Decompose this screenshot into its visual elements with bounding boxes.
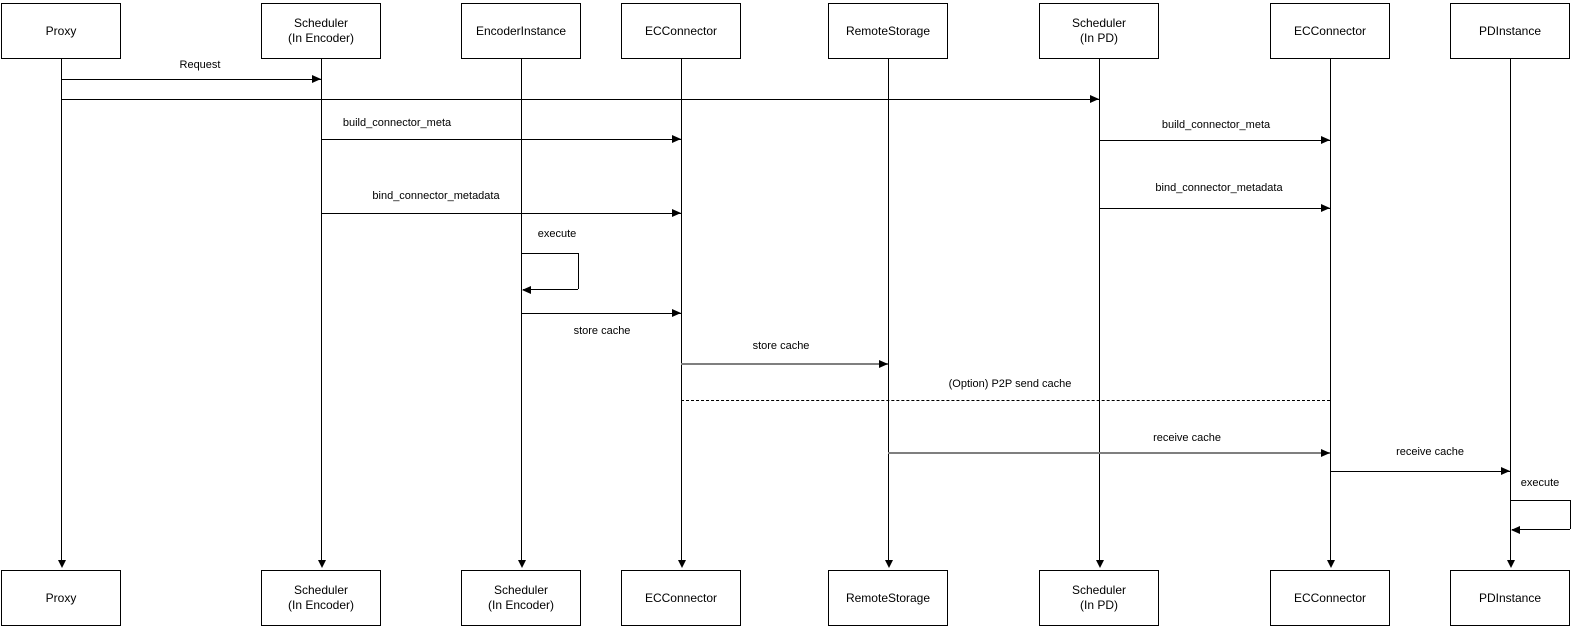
actor-bottom-box-scheduler-encoder: Scheduler(In Encoder)	[261, 570, 381, 626]
message-arrowhead-store-cache-2	[879, 360, 888, 368]
actor-top-box-scheduler-encoder: Scheduler(In Encoder)	[261, 3, 381, 59]
message-label-build-connector-meta-2: build_connector_meta	[1159, 119, 1273, 132]
actor-label: (In Encoder)	[287, 31, 355, 45]
actor-label: Proxy	[45, 23, 77, 38]
lifeline-end-arrowhead-remote-storage	[885, 560, 893, 568]
message-arrowhead-request	[312, 75, 321, 83]
message-arrowhead-receive-cache-1	[1321, 449, 1330, 457]
lifeline-end-arrowhead-proxy	[58, 560, 66, 568]
message-label-bind-connector-metadata-1: bind_connector_metadata	[370, 190, 502, 203]
message-label-store-cache-2: store cache	[750, 340, 812, 353]
actor-label: (In PD)	[1079, 31, 1118, 45]
actor-label: Scheduler	[1071, 583, 1127, 597]
lifeline-end-arrowhead-encoder-instance	[518, 560, 526, 568]
actor-top-box-ec-connector: ECConnector	[621, 3, 741, 59]
message-self-arrowhead-execute-encoder	[522, 286, 531, 294]
actor-label: (In Encoder)	[287, 598, 355, 612]
actor-top-box-pd-instance: PDInstance	[1450, 3, 1570, 59]
message-line-request	[61, 79, 321, 80]
actor-bottom-box-pd-instance: PDInstance	[1450, 570, 1570, 626]
lifeline-ec-connector-pd	[1330, 58, 1331, 560]
message-self-right-execute-encoder	[578, 253, 579, 289]
actor-label: Scheduler	[1071, 16, 1127, 30]
lifeline-ec-connector	[681, 58, 682, 560]
message-label-request: Request	[177, 59, 223, 72]
actor-bottom-box-scheduler-pd: Scheduler(In PD)	[1039, 570, 1159, 626]
actor-label: RemoteStorage	[845, 590, 931, 605]
message-arrowhead-build-connector-meta-1	[672, 135, 681, 143]
actor-label: (In Encoder)	[487, 598, 555, 612]
message-line-build-connector-meta-1	[321, 139, 681, 140]
message-label-build-connector-meta-1: build_connector_meta	[340, 117, 454, 130]
lifeline-end-arrowhead-ec-connector-pd	[1327, 560, 1335, 568]
lifeline-scheduler-pd	[1099, 58, 1100, 560]
lifeline-scheduler-encoder	[321, 58, 322, 560]
actor-bottom-box-ec-connector-pd: ECConnector	[1270, 570, 1390, 626]
actor-label: ECConnector	[644, 23, 718, 38]
actor-label: Scheduler	[293, 583, 349, 597]
actor-label: RemoteStorage	[845, 23, 931, 38]
message-label-p2p-send-cache: (Option) P2P send cache	[946, 378, 1074, 391]
message-label-execute-pd: execute	[1518, 477, 1562, 490]
actor-label: ECConnector	[1293, 590, 1367, 605]
message-arrowhead-bind-connector-metadata-2	[1321, 204, 1330, 212]
actor-top-box-proxy: Proxy	[1, 3, 121, 59]
message-self-bottom-execute-pd	[1512, 529, 1570, 530]
lifeline-encoder-instance	[521, 58, 522, 560]
lifeline-remote-storage	[888, 58, 889, 560]
lifeline-end-arrowhead-pd-instance	[1507, 560, 1515, 568]
message-self-top-execute-encoder	[521, 253, 578, 254]
message-label-receive-cache-1: receive cache	[1151, 432, 1223, 445]
message-arrowhead-request-forward	[1090, 95, 1099, 103]
actor-label: ECConnector	[1293, 23, 1367, 38]
message-label-bind-connector-metadata-2: bind_connector_metadata	[1153, 182, 1285, 195]
message-arrowhead-receive-cache-2	[1501, 467, 1510, 475]
lifeline-pd-instance	[1510, 58, 1511, 560]
actor-bottom-box-ec-connector: ECConnector	[621, 570, 741, 626]
message-arrowhead-build-connector-meta-2	[1321, 136, 1330, 144]
message-line-p2p-send-cache	[681, 400, 1330, 401]
message-line-bind-connector-metadata-2	[1099, 208, 1330, 209]
message-self-arrowhead-execute-pd	[1511, 526, 1520, 534]
actor-bottom-box-proxy: Proxy	[1, 570, 121, 626]
message-label-execute-encoder: execute	[535, 228, 579, 241]
actor-top-box-scheduler-pd: Scheduler(In PD)	[1039, 3, 1159, 59]
actor-label: Scheduler	[493, 583, 549, 597]
lifeline-end-arrowhead-ec-connector	[678, 560, 686, 568]
message-self-top-execute-pd	[1510, 500, 1570, 501]
actor-bottom-box-encoder-instance: Scheduler(In Encoder)	[461, 570, 581, 626]
actor-label: PDInstance	[1478, 590, 1542, 605]
lifeline-end-arrowhead-scheduler-encoder	[318, 560, 326, 568]
message-label-store-cache-1: store cache	[571, 325, 633, 338]
message-line-request-forward	[61, 99, 1099, 100]
message-line-encoder-to-ecconnector	[521, 313, 681, 314]
message-line-store-cache-2	[681, 363, 888, 365]
message-line-receive-cache-1	[888, 452, 1330, 454]
actor-top-box-remote-storage: RemoteStorage	[828, 3, 948, 59]
lifeline-end-arrowhead-scheduler-pd	[1096, 560, 1104, 568]
message-self-right-execute-pd	[1570, 500, 1571, 529]
actor-label: PDInstance	[1478, 23, 1542, 38]
message-self-bottom-execute-encoder	[523, 289, 578, 290]
actor-label: Proxy	[45, 590, 77, 605]
actor-label: (In PD)	[1079, 598, 1118, 612]
message-line-receive-cache-2	[1330, 471, 1510, 472]
actor-label: ECConnector	[644, 590, 718, 605]
message-line-build-connector-meta-2	[1099, 140, 1330, 141]
actor-top-box-encoder-instance: EncoderInstance	[461, 3, 581, 59]
actor-label: Scheduler	[293, 16, 349, 30]
message-label-receive-cache-2: receive cache	[1394, 446, 1466, 459]
lifeline-proxy	[61, 58, 62, 560]
message-arrowhead-encoder-to-ecconnector	[672, 309, 681, 317]
actor-top-box-ec-connector-pd: ECConnector	[1270, 3, 1390, 59]
actor-bottom-box-remote-storage: RemoteStorage	[828, 570, 948, 626]
actor-label: EncoderInstance	[475, 23, 567, 38]
message-line-bind-connector-metadata-1	[321, 213, 681, 214]
message-arrowhead-bind-connector-metadata-1	[672, 209, 681, 217]
